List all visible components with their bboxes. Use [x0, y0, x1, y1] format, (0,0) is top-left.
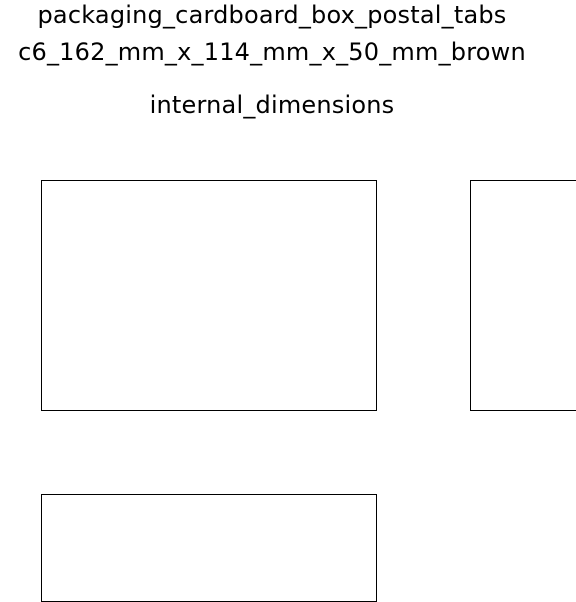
box-front-face: [41, 180, 377, 411]
box-top-face: [41, 494, 377, 602]
diagram-subtitle: internal_dimensions: [149, 91, 395, 119]
diagram-title-line-2: c6_162_mm_x_114_mm_x_50_mm_brown: [18, 38, 526, 66]
box-side-face: [470, 180, 576, 411]
diagram-title-line-1: packaging_cardboard_box_postal_tabs: [37, 1, 507, 29]
